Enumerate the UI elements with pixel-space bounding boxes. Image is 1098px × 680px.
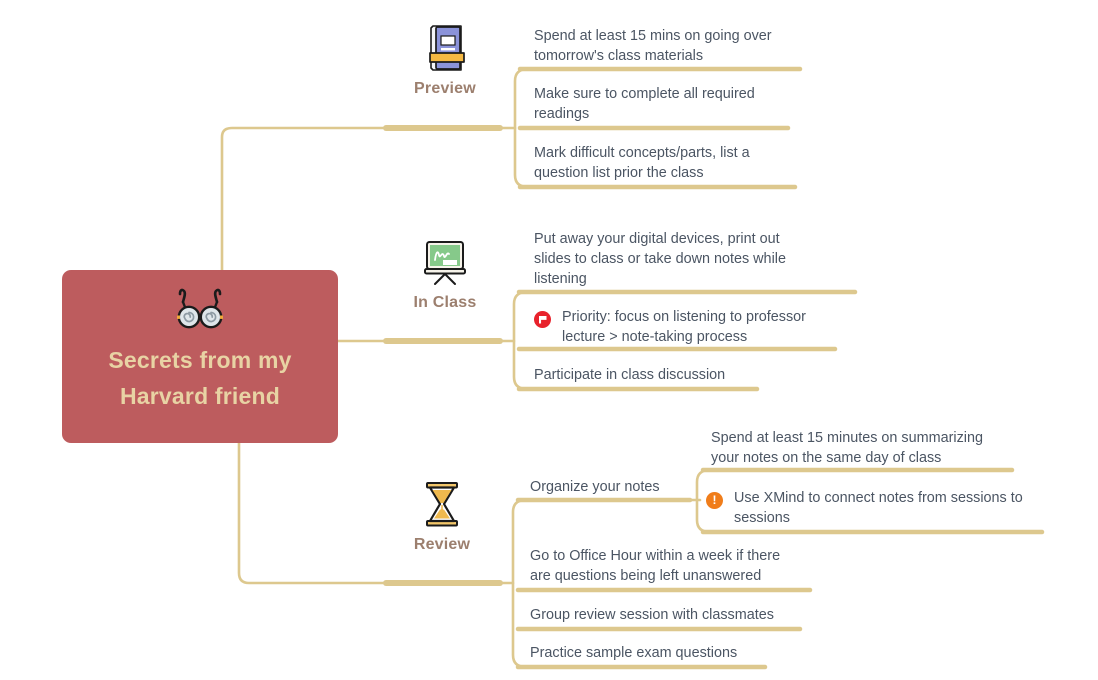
book-icon — [419, 22, 471, 74]
glasses-icon — [167, 286, 233, 330]
central-topic-node[interactable]: Secrets from my Harvard friend — [62, 270, 338, 443]
topic-in-class-2[interactable]: Priority: focus on listening to professo… — [534, 307, 830, 347]
central-title-line-1: Secrets from my — [108, 347, 292, 373]
topic-preview-2-text: Make sure to complete all required readi… — [534, 86, 755, 122]
priority-flag-marker[interactable] — [534, 311, 551, 328]
topic-in-class-3[interactable]: Participate in class discussion — [534, 365, 784, 385]
topic-review-1-child-1-text: Spend at least 15 minutes on summarizing… — [711, 430, 983, 466]
topic-review-1-text: Organize your notes — [530, 479, 660, 495]
branch-in-class[interactable]: In Class — [385, 236, 505, 312]
topic-preview-1[interactable]: Spend at least 15 mins on going over tom… — [534, 26, 796, 66]
branch-in-class-label: In Class — [413, 294, 477, 311]
topic-preview-1-text: Spend at least 15 mins on going over tom… — [534, 28, 772, 64]
topic-review-3[interactable]: Group review session with classmates — [530, 605, 802, 625]
branch-preview[interactable]: Preview — [385, 22, 505, 98]
topic-preview-3[interactable]: Mark difficult concepts/parts, list a qu… — [534, 143, 782, 183]
topic-review-1-child-2-text: Use XMind to connect notes from sessions… — [734, 490, 1023, 526]
central-title-line-2: Harvard friend — [119, 383, 280, 409]
branch-review[interactable]: Review — [382, 478, 502, 554]
topic-review-1-child-2[interactable]: ! Use XMind to connect notes from sessio… — [706, 488, 1034, 528]
topic-preview-3-text: Mark difficult concepts/parts, list a qu… — [534, 145, 750, 181]
blackboard-icon — [419, 236, 471, 288]
topic-in-class-1-text: Put away your digital devices, print out… — [534, 231, 786, 287]
topic-review-3-text: Group review session with classmates — [530, 607, 774, 623]
topic-in-class-1[interactable]: Put away your digital devices, print out… — [534, 229, 806, 289]
warning-marker[interactable]: ! — [706, 492, 723, 509]
topic-in-class-2-text: Priority: focus on listening to professo… — [562, 309, 806, 345]
hourglass-icon — [416, 478, 468, 530]
topic-review-4-text: Practice sample exam questions — [530, 645, 738, 661]
topic-review-2-text: Go to Office Hour within a week if there… — [530, 548, 781, 584]
branch-preview-label: Preview — [414, 80, 476, 97]
topic-review-4[interactable]: Practice sample exam questions — [530, 643, 790, 663]
central-topic-title: Secrets from my Harvard friend — [80, 342, 320, 414]
branch-review-label: Review — [413, 536, 471, 553]
topic-preview-2[interactable]: Make sure to complete all required readi… — [534, 84, 786, 124]
topic-review-1-child-1[interactable]: Spend at least 15 minutes on summarizing… — [711, 428, 1007, 468]
topic-in-class-3-text: Participate in class discussion — [534, 367, 726, 383]
topic-review-2[interactable]: Go to Office Hour within a week if there… — [530, 546, 802, 586]
topic-review-1[interactable]: Organize your notes — [530, 477, 690, 497]
